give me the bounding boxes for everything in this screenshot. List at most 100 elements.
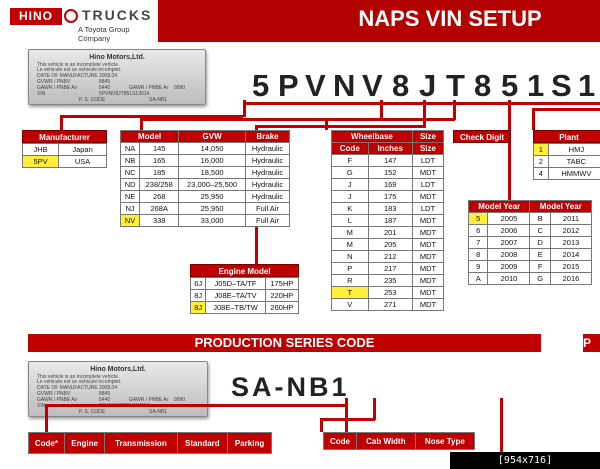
plate-label-vin: VIN <box>37 403 46 409</box>
vin-character: N <box>333 68 356 103</box>
table-cell: 2014 <box>549 248 593 261</box>
table-cell: NE <box>119 190 141 203</box>
connector-line <box>325 118 328 130</box>
table-cell: Full Air <box>244 214 291 227</box>
wheelbase-title: Wheelbase <box>331 130 413 143</box>
table-cell: Japan <box>58 143 107 156</box>
plate-value-vin: 5PVNV8JT851S13014 <box>99 91 150 97</box>
vin-character: 8 <box>474 68 492 103</box>
column-header: Code <box>331 142 369 155</box>
table-cell: MDT <box>411 238 445 251</box>
table-cell: J08E–TB/TW <box>205 301 266 314</box>
check-digit-title: Check Digit <box>453 130 511 143</box>
plate-label-gawr-front: GAWR / PNBE Av <box>37 397 78 403</box>
plate-label-gvwr: GVWR / PNBV <box>37 391 71 397</box>
connector-line <box>453 100 456 120</box>
table-cell: NC <box>119 166 141 179</box>
table-cell: 2006 <box>487 224 531 237</box>
connector-line <box>320 418 323 432</box>
table-cell: 2011 <box>549 212 593 225</box>
table-cell: USA <box>58 155 107 168</box>
model-year-title: Model Year <box>467 200 531 213</box>
vin-character: T <box>446 68 465 103</box>
vin-character: V <box>305 68 326 103</box>
plate-value-gvwr: 8845 <box>99 79 111 85</box>
vin-character: 1 <box>527 68 545 103</box>
table-cell: 2013 <box>549 236 593 249</box>
table-cell: 268A <box>139 202 180 215</box>
table-cell: 169 <box>367 178 413 191</box>
image-source-url: [954x716] http://upic.me/ <box>450 452 600 469</box>
plate-notice-fr: Le vehicule est un vehicule incomplet. <box>37 379 122 385</box>
vin-character: J <box>419 68 437 103</box>
engine-model-title: Engine Model <box>190 264 299 277</box>
table-cell: 187 <box>367 214 413 227</box>
plate-label-ps-code: P. S. CODE <box>79 409 106 415</box>
table-cell: 2015 <box>549 260 593 273</box>
table-cell: 1 <box>533 143 549 156</box>
plate-label-gawr-rear: GAWR / PNBE Ar <box>129 397 169 403</box>
column-header: Code* <box>28 432 65 454</box>
connector-line <box>140 118 380 121</box>
plate-value-date: 2008.04 <box>99 73 118 79</box>
table-cell: G <box>331 166 369 179</box>
table-cell: C <box>529 224 551 237</box>
connector-line <box>320 418 375 421</box>
column-header: Transmission <box>104 432 178 454</box>
connector-line <box>500 398 503 458</box>
plate-label-ps-code: P. S. CODE <box>79 97 106 103</box>
table-cell: Hydraulic <box>244 154 291 167</box>
table-cell: TABC <box>547 155 600 168</box>
table-cell: L <box>331 214 369 227</box>
table-cell: A <box>467 272 489 285</box>
column-header: Brake <box>244 130 291 143</box>
table-cell: P <box>331 262 369 275</box>
plate-label-gawr-rear: GAWR / PNBE Ar <box>129 85 169 91</box>
table-cell: 145 <box>139 142 180 155</box>
table-cell: 8J <box>189 289 207 302</box>
plate-label-gawr-front: GAWR / PNBE Av <box>37 85 78 91</box>
table-cell: V <box>331 298 369 311</box>
table-cell: 2012 <box>549 224 593 237</box>
table-cell: 217 <box>367 262 413 275</box>
table-cell: J <box>331 178 369 191</box>
table-cell: F <box>529 260 551 273</box>
table-cell: 175 <box>367 190 413 203</box>
connector-line <box>380 100 383 120</box>
table-cell: J <box>331 190 369 203</box>
column-header: Cab Width <box>356 432 416 450</box>
vin-character: 1 <box>578 68 596 103</box>
column-header: Inches <box>367 142 413 155</box>
table-cell: 268 <box>139 190 180 203</box>
vin-character: V <box>362 68 383 103</box>
table-cell: NJ <box>119 202 141 215</box>
connector-line <box>255 125 425 128</box>
table-cell: NA <box>119 142 141 155</box>
table-cell: 33,000 <box>178 214 246 227</box>
vin-plate-top: Hino Motors,Ltd. This vehicle is an inco… <box>28 49 206 105</box>
hino-logo: HINO <box>10 8 62 25</box>
connector-line <box>423 100 426 128</box>
plate-notice-en: This vehicle is an incomplete vehicle. <box>37 374 120 380</box>
connector-line <box>60 115 63 130</box>
table-cell: MDT <box>411 298 445 311</box>
plate-value-ps-code: SA-NB1 <box>149 409 168 415</box>
table-cell: 5 <box>467 212 489 225</box>
table-cell: 8J <box>189 301 207 314</box>
table-cell: 260HP <box>264 301 300 314</box>
table-cell: 183 <box>367 202 413 215</box>
